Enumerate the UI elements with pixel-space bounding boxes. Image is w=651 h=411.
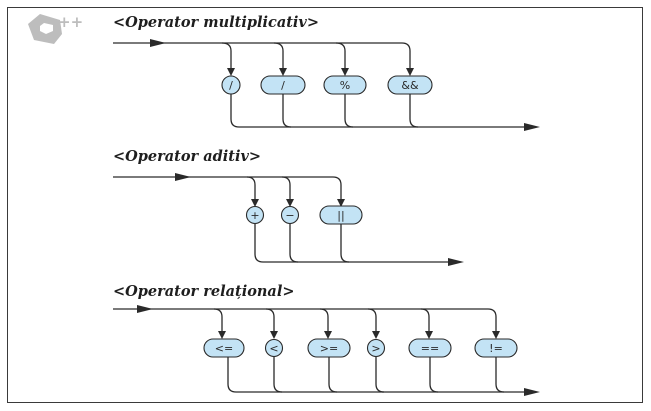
diagram-title: <Operator multiplicativ>: [113, 14, 319, 31]
logo-plus-plus: ++: [58, 13, 83, 31]
operator-minus: −: [280, 205, 300, 225]
operator-label: &&: [401, 79, 419, 92]
operator-label: /: [229, 79, 233, 92]
c-plus-plus-logo-icon: ++: [28, 13, 83, 44]
operator-and: &&: [387, 75, 433, 95]
diagram-multiplicativ: <Operator multiplicativ> / / % &&: [113, 14, 540, 131]
operator-label: ==: [421, 342, 439, 355]
operator-label: <: [269, 342, 278, 355]
operator-label: >=: [320, 342, 338, 355]
operator-greater: >: [366, 338, 386, 358]
operator-or: ||: [319, 205, 363, 225]
operator-modulo: %: [323, 75, 367, 95]
operator-equal: ==: [408, 338, 452, 358]
diagram-title: <Operator relațional>: [113, 283, 294, 300]
exit-arrow: [524, 388, 540, 396]
operator-label: >: [371, 342, 380, 355]
operator-label: <=: [215, 342, 233, 355]
operator-label: ||: [337, 209, 344, 222]
operator-greater-equal: >=: [307, 338, 351, 358]
exit-arrow: [448, 258, 464, 266]
operator-less: <: [264, 338, 284, 358]
operator-label: !=: [489, 342, 503, 355]
main-line: [113, 42, 411, 68]
operator-label: %: [340, 79, 350, 92]
operator-divide-circle: /: [221, 75, 241, 95]
exit-arrow: [524, 123, 540, 131]
diagram-aditiv: <Operator aditiv> + − ||: [113, 148, 464, 266]
operator-label: +: [250, 209, 259, 222]
operator-plus: +: [245, 205, 265, 225]
operator-label: /: [281, 79, 285, 92]
main-line: [113, 308, 497, 331]
diagram-relational: <Operator relațional> <= < >= >: [113, 283, 540, 396]
operator-divide-pill: /: [260, 75, 306, 95]
operator-label: −: [285, 209, 294, 222]
operator-less-equal: <=: [203, 338, 245, 358]
operator-not-equal: !=: [474, 338, 518, 358]
main-line: [113, 176, 342, 199]
figure-border: [7, 7, 643, 403]
diagram-title: <Operator aditiv>: [113, 148, 261, 165]
